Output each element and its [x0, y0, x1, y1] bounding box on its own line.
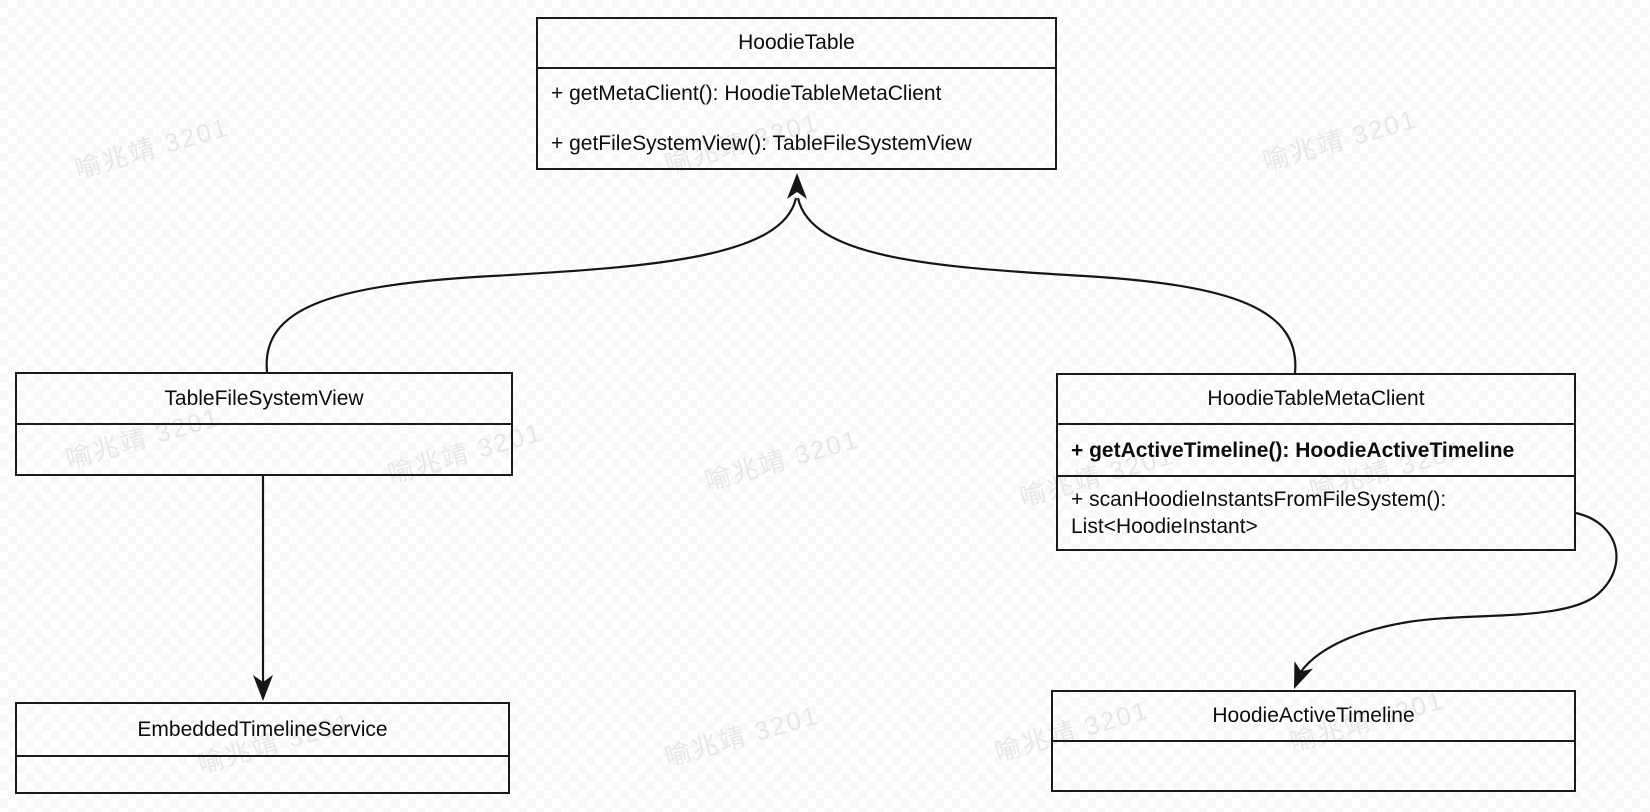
- method-getmetaclient: + getMetaClient(): HoodieTableMetaClient: [551, 82, 942, 106]
- class-box-hoodietablemetaclient: HoodieTableMetaClient + getActiveTimelin…: [1056, 373, 1576, 551]
- edge-tablefilesystemview-to-hoodietable: [265, 197, 798, 373]
- method-getactivetimeline: + getActiveTimeline(): HoodieActiveTimel…: [1071, 438, 1515, 462]
- arrowhead-down-embeddedtimelineservice: [253, 675, 273, 701]
- watermark-text: 喻兆靖 3201: [1259, 103, 1421, 177]
- class-title-embeddedtimelineservice: EmbeddedTimelineService: [137, 717, 388, 741]
- class-title-hoodieactivetimeline: HoodieActiveTimeline: [1212, 704, 1415, 727]
- arrowhead-down-hoodieactivetimeline: [1294, 661, 1314, 689]
- method-getfilesystemview: + getFileSystemView(): TableFileSystemVi…: [551, 131, 972, 155]
- watermark-text: 喻兆靖 3201: [71, 111, 233, 185]
- method-scanhoodieinstants: + scanHoodieInstantsFromFileSystem(): Li…: [1071, 488, 1447, 538]
- class-title-hoodietablemetaclient: HoodieTableMetaClient: [1207, 387, 1425, 410]
- class-methods-hoodietable: + getMetaClient(): HoodieTableMetaClient…: [538, 67, 1055, 168]
- edge-hoodietablemetaclient-to-hoodietable: [796, 197, 1297, 374]
- watermark-text: 喻兆靖 3201: [661, 699, 823, 773]
- class-box-hoodietable: HoodieTable + getMetaClient(): HoodieTab…: [536, 17, 1057, 170]
- class-title-tablefilesystemview: TableFileSystemView: [164, 386, 364, 410]
- class-body-empty: [17, 423, 511, 474]
- class-body-empty: [1053, 740, 1574, 790]
- class-box-embeddedtimelineservice: EmbeddedTimelineService: [15, 702, 510, 794]
- watermark-text: 喻兆靖 3201: [701, 423, 863, 497]
- class-box-tablefilesystemview: TableFileSystemView: [15, 372, 513, 476]
- class-box-hoodieactivetimeline: HoodieActiveTimeline: [1051, 690, 1576, 792]
- arrowhead-up-hoodietable: [787, 173, 807, 199]
- class-title-hoodietable: HoodieTable: [738, 31, 855, 54]
- class-body-empty: [17, 755, 508, 792]
